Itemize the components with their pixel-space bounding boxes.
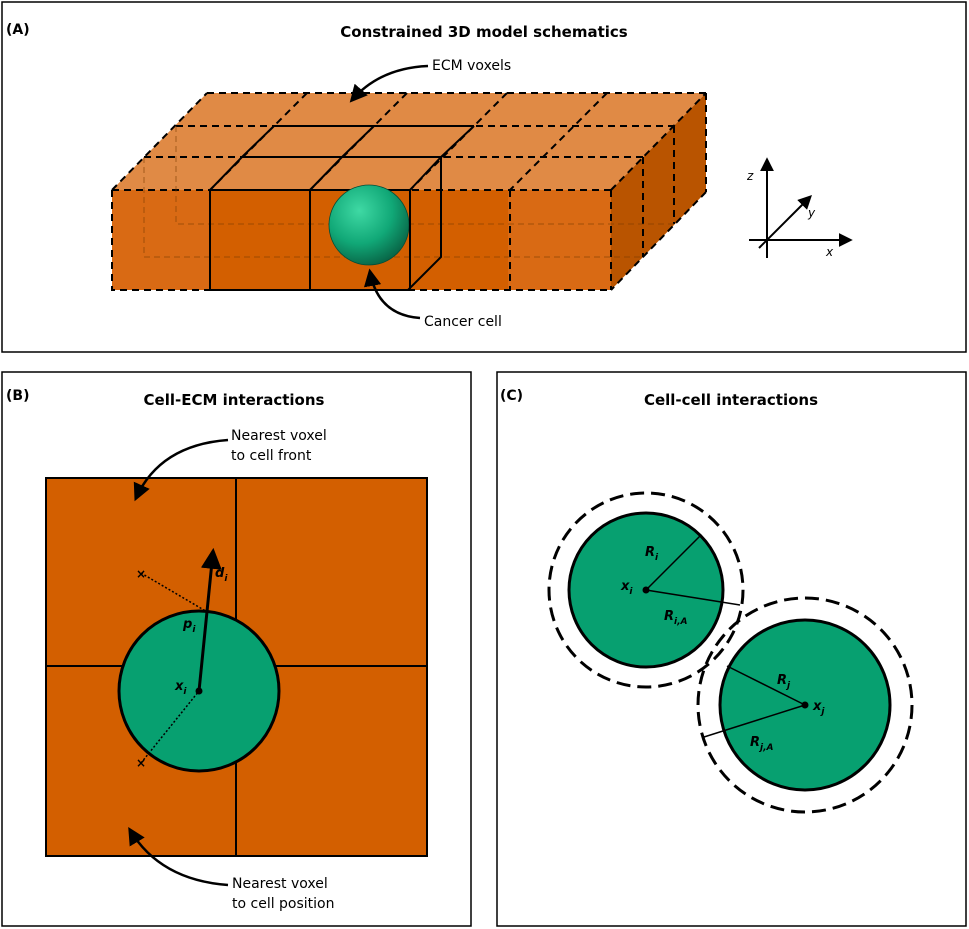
p-label: pi	[182, 617, 196, 635]
RiA-label: Ri,A	[664, 609, 688, 627]
cell-annotation: Cancer cell	[424, 314, 502, 330]
panel-a-title: Constrained 3D model schematics	[340, 23, 628, 41]
panel-b-label: (B)	[6, 388, 29, 404]
panel-c-label: (C)	[500, 388, 523, 404]
cell-i-radius-line	[645, 535, 701, 591]
coordinate-axes	[749, 157, 853, 258]
ecm-top-face	[112, 93, 706, 190]
position-voxel-annotation-line1: Nearest voxel	[232, 876, 328, 892]
xj-label: xj	[812, 699, 825, 717]
ecm-back-lines	[143, 126, 674, 258]
cell-i-interaction-radius	[547, 491, 745, 689]
panel-c-frame	[496, 371, 967, 927]
x-axis-label: x	[825, 245, 834, 259]
cell-j-radius-line	[726, 665, 806, 706]
z-axis-label: z	[746, 169, 754, 183]
panel-b-title: Cell-ECM interactions	[144, 391, 325, 409]
panel-b-frame	[1, 371, 472, 927]
cell-arrow	[363, 268, 421, 320]
dotted-to-position-voxel	[140, 690, 200, 764]
cell-center-dot	[195, 687, 203, 695]
cell-i-center	[642, 586, 650, 594]
cell-i-interaction-radius-line	[645, 589, 741, 606]
cell-j-center	[801, 701, 809, 709]
position-voxel-arrow	[128, 826, 229, 887]
panel-a: (A) Constrained 3D model schematics	[1, 1, 967, 353]
y-axis-label: y	[807, 206, 816, 220]
position-voxel-annotation-line2: to cell position	[232, 896, 335, 912]
front-voxel-annotation-line1: Nearest voxel	[231, 428, 327, 444]
ecm-side-face	[611, 93, 706, 290]
Rj-label: Rj	[777, 673, 791, 691]
front-voxel-annotation-line2: to cell front	[231, 448, 312, 464]
panel-b: (B) Cell-ECM interactions × × di pi xi N…	[1, 371, 472, 927]
RjA-label: Rj,A	[750, 735, 774, 753]
position-voxel-marker: ×	[136, 756, 146, 770]
cell-j-interaction-radius-line	[703, 704, 806, 738]
xi-label: xi	[620, 579, 633, 597]
front-voxel-arrow	[133, 438, 229, 502]
y-axis	[758, 195, 812, 249]
ecm-annotation: ECM voxels	[432, 58, 511, 74]
direction-vector	[197, 547, 222, 692]
panel-a-frame	[1, 1, 967, 353]
panel-c: (C) Cell-cell interactions Ri xi Ri,A Rj…	[496, 371, 967, 927]
ecm-voxel-block	[111, 92, 707, 291]
panel-a-label: (A)	[6, 22, 30, 38]
Ri-label: Ri	[645, 545, 659, 563]
ecm-center-voxel-edges	[209, 125, 475, 291]
cancer-cell-sphere	[328, 184, 410, 266]
ecm-arrow	[349, 64, 429, 103]
x-label: xi	[174, 679, 187, 697]
cell-j-interaction-radius	[696, 596, 914, 814]
d-label: di	[215, 566, 228, 584]
dotted-to-front-voxel	[140, 572, 210, 614]
front-voxel-marker: ×	[136, 567, 146, 581]
panel-c-title: Cell-cell interactions	[644, 391, 818, 409]
